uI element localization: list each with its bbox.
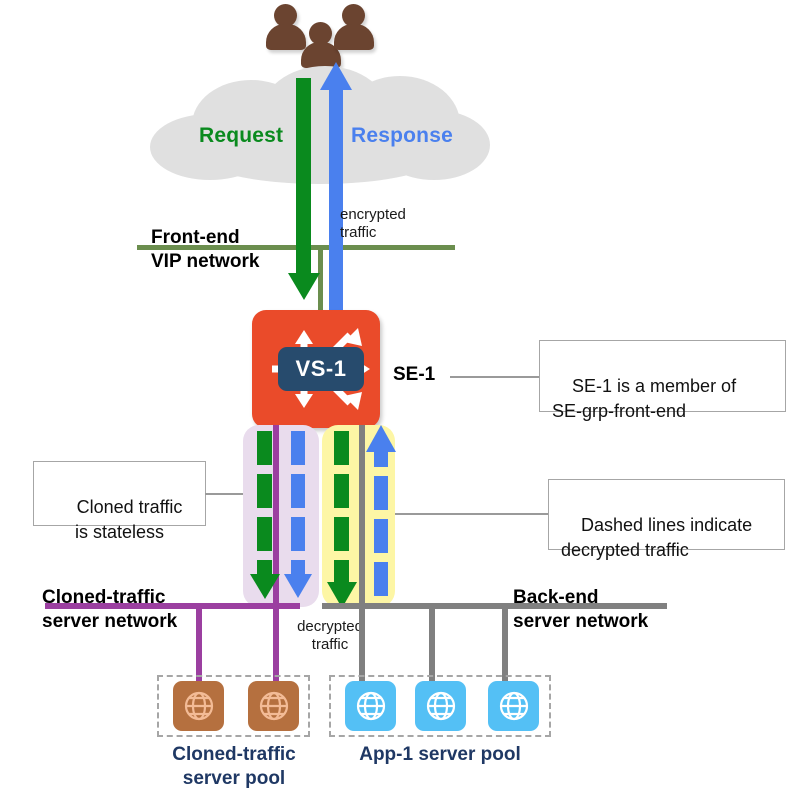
back-end-request-dashed-arrow (327, 431, 357, 611)
dashed-legend-leader (395, 513, 548, 515)
se-callout-leader (450, 376, 540, 378)
request-label: Request (199, 124, 284, 147)
user-icon (265, 4, 307, 52)
service-engine-icon: VS-1 (252, 310, 380, 428)
front-end-network-drop (318, 245, 323, 317)
encrypted-traffic-note: encrypted traffic (340, 206, 406, 241)
decrypted-traffic-note: decrypted traffic (297, 618, 363, 653)
app-server-drop-1 (359, 603, 365, 683)
cloned-traffic-pool-label: Cloned-traffic server pool (172, 744, 296, 789)
cloned-network-vertical-left (273, 425, 279, 605)
callout-dashed-legend: Dashed lines indicate decrypted traffic (548, 479, 785, 560)
front-end-network-label: Front-end VIP network (151, 227, 260, 272)
callout-cloned-stateless-text: Cloned traffic is stateless (74, 497, 183, 542)
clients-group (255, 0, 380, 68)
cloned-stateless-leader (205, 493, 243, 495)
globe-icon (259, 691, 288, 721)
globe-icon (499, 691, 528, 721)
cloned-request-dashed-arrow (250, 431, 280, 603)
callout-se-membership-text: SE-1 is a member of SE-grp-front-end (552, 376, 737, 421)
callout-cloned-stateless: Cloned traffic is stateless (33, 461, 206, 542)
cloned-traffic-network-line (45, 603, 300, 609)
globe-icon (356, 691, 385, 721)
back-end-network-label: Back-end server network (513, 587, 649, 632)
app-1-pool-box (329, 675, 551, 737)
app-server-tile[interactable] (415, 681, 466, 731)
app-1-pool-label: App-1 server pool (359, 744, 521, 765)
callout-se-membership: SE-1 is a member of SE-grp-front-end (539, 340, 786, 421)
back-end-response-dashed-arrow (366, 425, 396, 607)
app-server-drop-3 (502, 603, 508, 683)
request-arrow (288, 78, 320, 300)
cloned-response-dashed-arrow (283, 431, 313, 603)
cloned-server-tile[interactable] (173, 681, 224, 731)
globe-icon (426, 691, 455, 721)
app-server-drop-2 (429, 603, 435, 683)
user-icon (333, 4, 375, 52)
cloned-server-tile[interactable] (248, 681, 299, 731)
response-label: Response (351, 124, 453, 147)
service-engine-label: SE-1 (393, 364, 436, 385)
cloned-traffic-network-label: Cloned-traffic server network (42, 587, 178, 632)
app-server-tile[interactable] (345, 681, 396, 731)
cloud-icon (140, 66, 500, 186)
cloned-server-drop-1 (196, 603, 202, 683)
app-server-tile[interactable] (488, 681, 539, 731)
back-end-network-line (322, 603, 667, 609)
callout-dashed-legend-text: Dashed lines indicate decrypted traffic (561, 515, 753, 560)
response-arrow (320, 62, 352, 317)
virtual-service-label: VS-1 (295, 356, 347, 381)
cloned-traffic-pool-box (157, 675, 310, 737)
virtual-service-badge: VS-1 (278, 347, 364, 391)
back-end-network-vertical (359, 425, 365, 607)
cloned-server-drop-2 (273, 603, 279, 683)
globe-icon (184, 691, 213, 721)
